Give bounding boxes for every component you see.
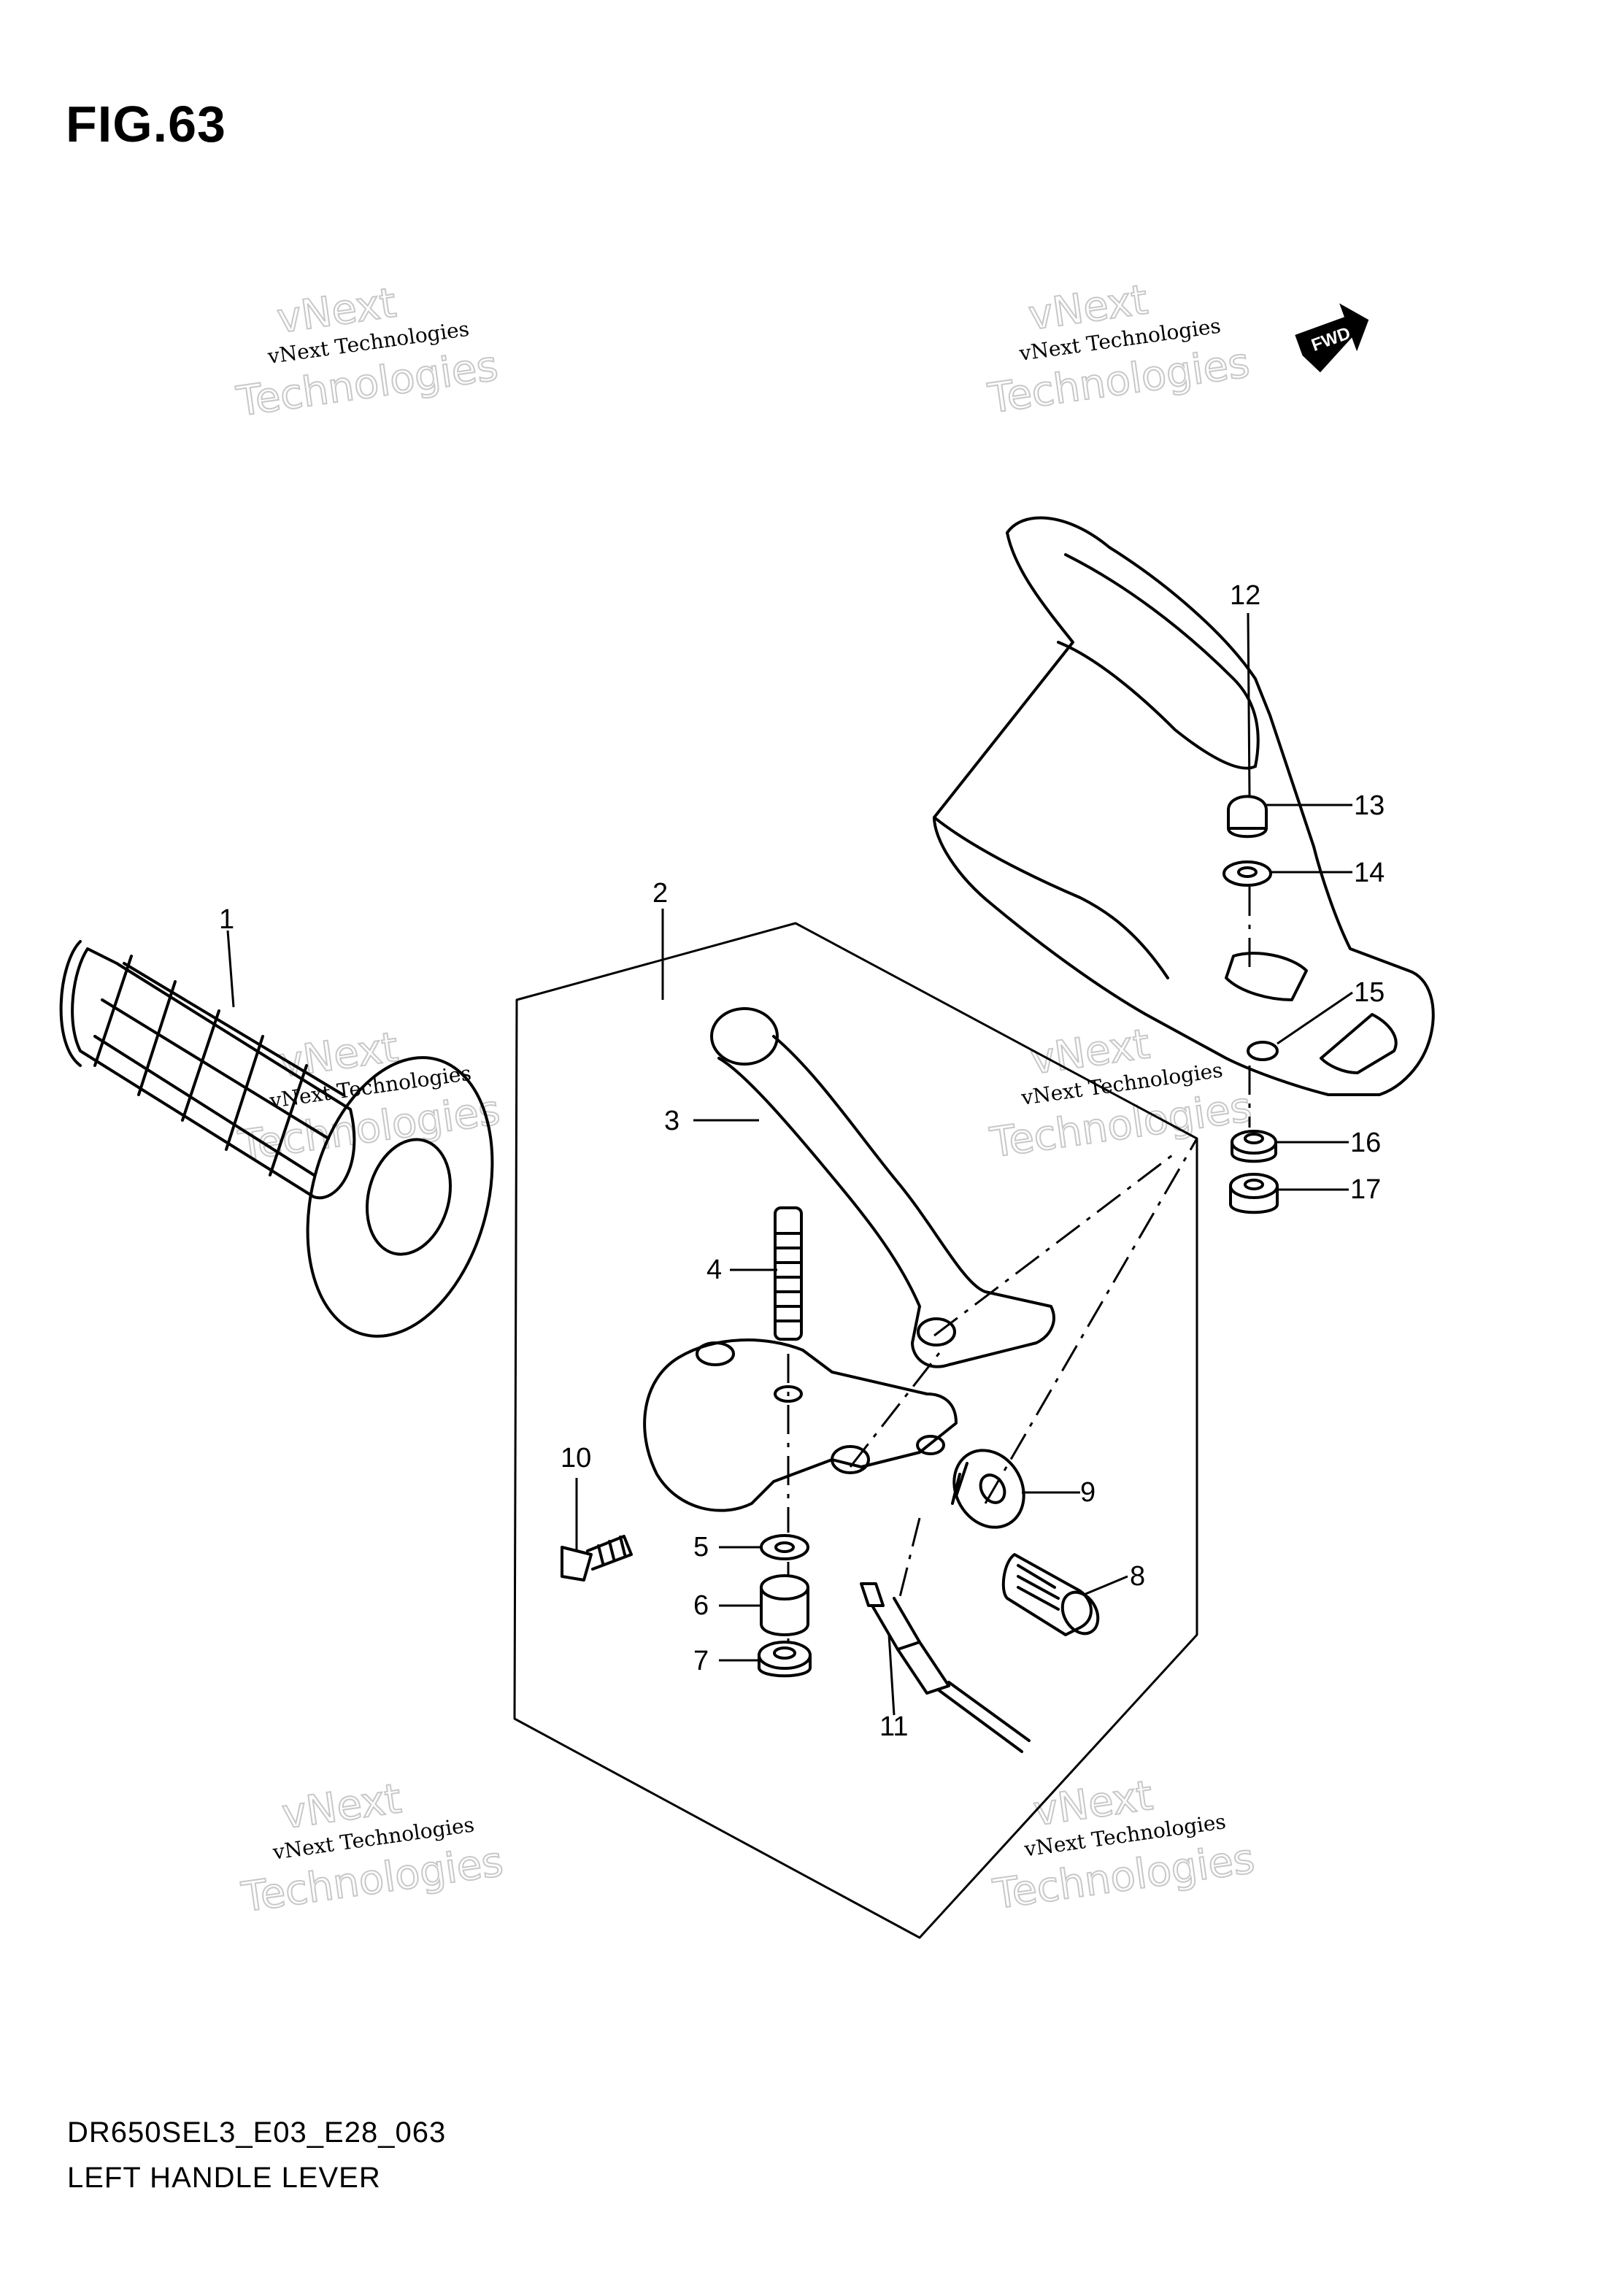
collar-15-part — [1247, 1041, 1279, 1061]
figure-title: FIG.63 — [66, 96, 226, 153]
callout-2: 2 — [652, 878, 668, 909]
lever-holder-part — [643, 1338, 958, 1512]
cable-switch-part — [860, 1582, 1031, 1753]
grip-part — [59, 940, 494, 1338]
callout-17: 17 — [1350, 1174, 1381, 1205]
watermark-mid-right: vNext vNext Technologies Technologies — [986, 1020, 1255, 1168]
callout-labels: 1 2 3 4 5 6 7 8 9 10 11 12 13 14 15 16 1… — [219, 580, 1385, 1742]
callout-14: 14 — [1354, 858, 1385, 888]
callout-7: 7 — [693, 1646, 709, 1676]
watermark-top-right: vNext vNext Technologies Technologies — [985, 275, 1253, 423]
washer-16-part — [1231, 1130, 1277, 1163]
watermark-top-left: vNext vNext Technologies Technologies — [233, 279, 501, 427]
watermark-bottom-right: vNext vNext Technologies Technologies — [990, 1771, 1258, 1919]
collar-part — [760, 1574, 809, 1636]
locknut-part — [951, 1449, 1025, 1529]
washer-part — [760, 1534, 809, 1560]
cable-adjuster-part — [1001, 1553, 1100, 1636]
model-code: DR650SEL3_E03_E28_063 — [67, 2116, 447, 2149]
forward-arrow-icon: FWD — [1295, 303, 1369, 373]
clutch-lever-part — [710, 1007, 1055, 1368]
lever-assembly-outline — [513, 922, 1198, 1939]
watermark-bottom-left: vNext vNext Technologies Technologies — [238, 1774, 507, 1922]
cap-nut-part — [1227, 795, 1268, 839]
callout-9: 9 — [1080, 1477, 1096, 1508]
callout-8: 8 — [1130, 1561, 1145, 1592]
alignment-lines — [787, 887, 1251, 1642]
nut-part — [758, 1641, 812, 1678]
washer-14-part — [1223, 860, 1272, 887]
callout-1: 1 — [219, 904, 234, 935]
callout-3: 3 — [664, 1106, 679, 1136]
callout-4: 4 — [706, 1255, 722, 1285]
callout-11: 11 — [879, 1711, 908, 1742]
holder-bolt-part — [561, 1535, 633, 1582]
callout-15: 15 — [1354, 977, 1385, 1008]
callout-13: 13 — [1354, 790, 1385, 821]
leader-lines — [226, 612, 1353, 1716]
callout-6: 6 — [693, 1590, 709, 1621]
callout-12: 12 — [1230, 580, 1260, 611]
callout-16: 16 — [1350, 1128, 1381, 1158]
diagram-name: LEFT HANDLE LEVER — [67, 2162, 381, 2194]
callout-10: 10 — [561, 1443, 591, 1473]
callout-5: 5 — [693, 1532, 709, 1563]
pivot-bolt-part — [774, 1206, 803, 1341]
nut-17-part — [1229, 1173, 1279, 1214]
